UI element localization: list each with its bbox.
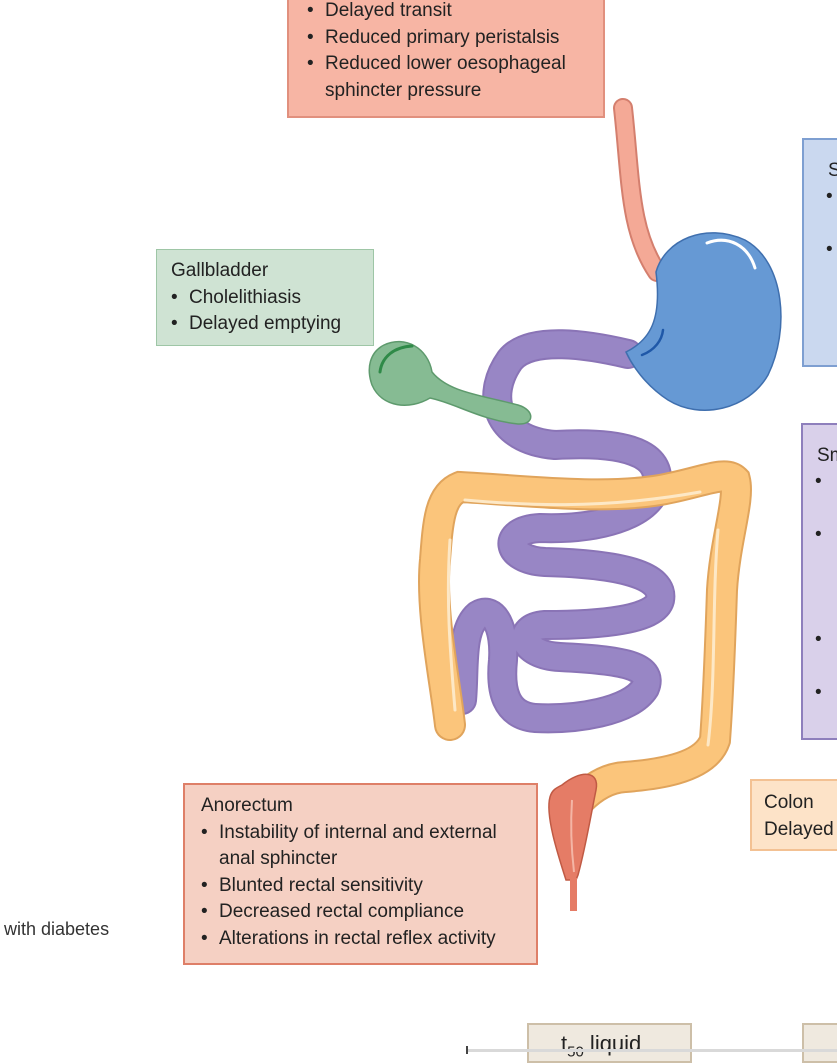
anorectum-box: Anorectum Instability of internal and ex… (183, 783, 538, 965)
gallbladder-box: Gallbladder Cholelithiasis Delayed empty… (156, 249, 374, 346)
bullet: • (815, 471, 822, 492)
bullet: • (815, 682, 822, 703)
list-item: Delayed emptying (171, 311, 363, 338)
t50-suffix: liquid (583, 1031, 642, 1056)
gallbladder-shape (368, 340, 532, 425)
caption-fragment: with diabetes (4, 919, 110, 939)
list-item: Delayed transit (307, 0, 593, 25)
stomach-title: S (828, 158, 837, 185)
chart-axis-tick (466, 1046, 468, 1054)
list-item: Decreased rectal compliance (201, 899, 528, 926)
t50-main: t (561, 1031, 568, 1056)
gallbladder-title: Gallbladder (171, 260, 269, 281)
chart-axis-line (466, 1049, 837, 1052)
list-item: Alterations in rectal reflex activity (201, 926, 528, 953)
colon-title: Colon (764, 792, 814, 813)
small-intestine-title: Sm (817, 445, 837, 466)
list-item: Reduced lower oesophageal sphincter pres… (307, 51, 593, 104)
stomach-shape (625, 232, 782, 411)
list-item: Reduced primary peristalsis (307, 25, 593, 52)
bullet: • (815, 524, 822, 545)
oesophagus-list: Delayed transit Reduced primary peristal… (307, 0, 593, 104)
small-intestine-box: Sm • • • • (801, 423, 837, 740)
oesophagus-box: Delayed transit Reduced primary peristal… (287, 0, 605, 118)
t50-label-box: t50 liquid (527, 1023, 692, 1063)
list-item: Instability of internal and external ana… (201, 820, 528, 873)
gallbladder-list: Cholelithiasis Delayed emptying (171, 285, 363, 338)
second-label-box (802, 1023, 837, 1063)
colon-text: Delayed (764, 818, 834, 840)
stomach-box: S • • (802, 138, 837, 367)
colon-box: Colon Delayed (750, 779, 837, 851)
bullet: • (826, 239, 833, 260)
anorectum-list: Instability of internal and external ana… (201, 820, 528, 953)
bullet: • (815, 629, 822, 650)
list-item: Blunted rectal sensitivity (201, 873, 528, 900)
bullet: • (826, 186, 833, 207)
anorectum-title: Anorectum (201, 795, 293, 816)
list-item: Cholelithiasis (171, 285, 363, 312)
